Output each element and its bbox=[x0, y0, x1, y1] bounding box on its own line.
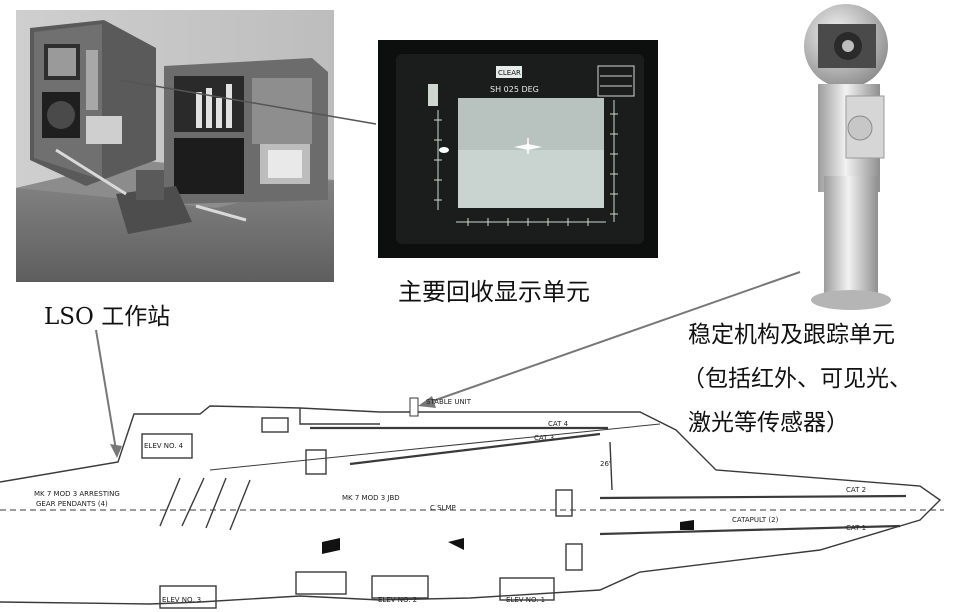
caption-stabilizer-line3: 激光等传感器） bbox=[688, 410, 849, 436]
label-cat2: CAT 2 bbox=[846, 486, 866, 494]
lso-workstation-image bbox=[16, 10, 334, 282]
label-clsmp: C SLMP bbox=[430, 504, 456, 512]
tracking-unit-image bbox=[804, 4, 891, 310]
label-cat3: CAT 3 bbox=[534, 434, 554, 442]
display-logo: CLEAR bbox=[498, 69, 521, 77]
label-arresting-2: GEAR PENDANTS (4) bbox=[36, 500, 108, 508]
caption-stabilizer-line1: 稳定机构及跟踪单元 bbox=[688, 322, 895, 348]
label-cat4: CAT 4 bbox=[548, 420, 569, 428]
caption-lso-station: LSO 工作站 bbox=[44, 304, 171, 330]
label-cat1: CAT 1 bbox=[846, 524, 866, 532]
label-barricade: MK 7 MOD 3 JBD bbox=[342, 494, 400, 502]
caption-stabilizer-line2: （包括红外、可见光、 bbox=[682, 366, 912, 392]
label-stable-unit: STABLE UNIT bbox=[426, 398, 472, 406]
display-readout: SH 025 DEG bbox=[490, 85, 539, 94]
carrier-deck-plan: ELEV NO. 4 ELEV NO. 3 ELEV NO. 2 ELEV NO… bbox=[0, 397, 944, 609]
label-elev4: ELEV NO. 4 bbox=[144, 442, 184, 450]
label-elev3: ELEV NO. 3 bbox=[162, 596, 201, 604]
recovery-display-image: CLEAR SH 025 DEG bbox=[378, 40, 658, 258]
label-arresting: MK 7 MOD 3 ARRESTING bbox=[34, 490, 120, 498]
caption-recovery-display: 主要回收显示单元 bbox=[398, 278, 590, 306]
label-catapult: CATAPULT (2) bbox=[732, 516, 779, 524]
label-elev1: ELEV NO. 1 bbox=[506, 596, 545, 604]
label-angle: 26' bbox=[600, 460, 611, 468]
label-elev2: ELEV NO. 2 bbox=[378, 596, 417, 604]
